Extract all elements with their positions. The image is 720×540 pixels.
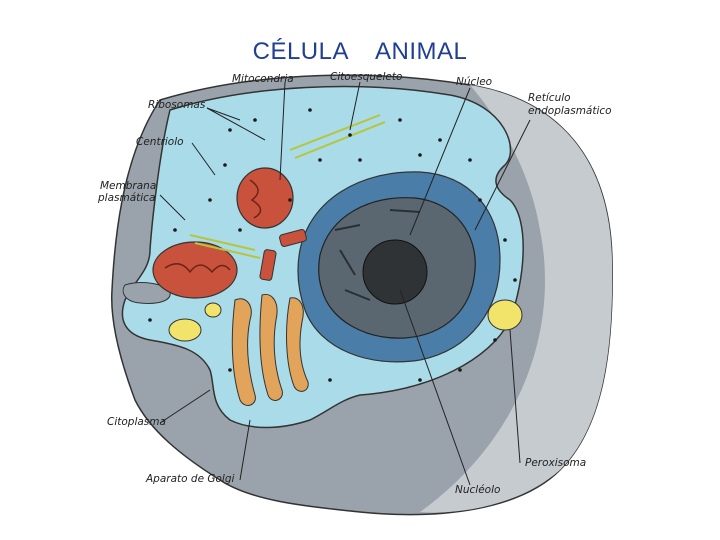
label-ribosomas: Ribosomas <box>148 99 206 111</box>
label-membrana-1: Membrana <box>100 180 156 192</box>
label-centriolo: Centriolo <box>136 136 184 148</box>
leader-lines <box>159 81 531 486</box>
label-reticulo-2: endoplasmático <box>528 105 612 117</box>
label-aparato-golgi: Aparato de Golgi <box>145 473 235 485</box>
label-citoesqueleto: Citoesqueleto <box>330 71 402 83</box>
ribosomes <box>148 108 517 382</box>
outer-shell-highlight <box>420 85 613 513</box>
mitochondrion-top <box>236 167 294 229</box>
vesicle-yellow-2 <box>204 302 222 318</box>
label-reticulo-1: Retículo <box>528 92 571 104</box>
vesicle-yellow-1 <box>168 318 202 342</box>
label-peroxisoma: Peroxisoma <box>525 457 586 469</box>
label-mitocondria: Mitocondria <box>232 73 294 85</box>
label-nucleolo: Nucléolo <box>455 484 500 496</box>
diagram-title: CÉLULA ANIMAL <box>252 38 468 65</box>
chromatin <box>334 209 421 301</box>
golgi-apparatus <box>231 293 309 406</box>
centriole-2 <box>259 249 277 281</box>
peroxisome <box>487 299 523 331</box>
label-citoplasma: Citoplasma <box>107 416 166 428</box>
centriole-1 <box>279 229 307 247</box>
label-nucleo: Núcleo <box>456 76 492 88</box>
vesicle-left <box>122 282 171 304</box>
label-membrana-2: plasmática <box>97 192 155 204</box>
mitochondrion-left <box>152 241 238 299</box>
cytoskeleton <box>189 114 386 259</box>
nucleolus <box>362 239 428 305</box>
